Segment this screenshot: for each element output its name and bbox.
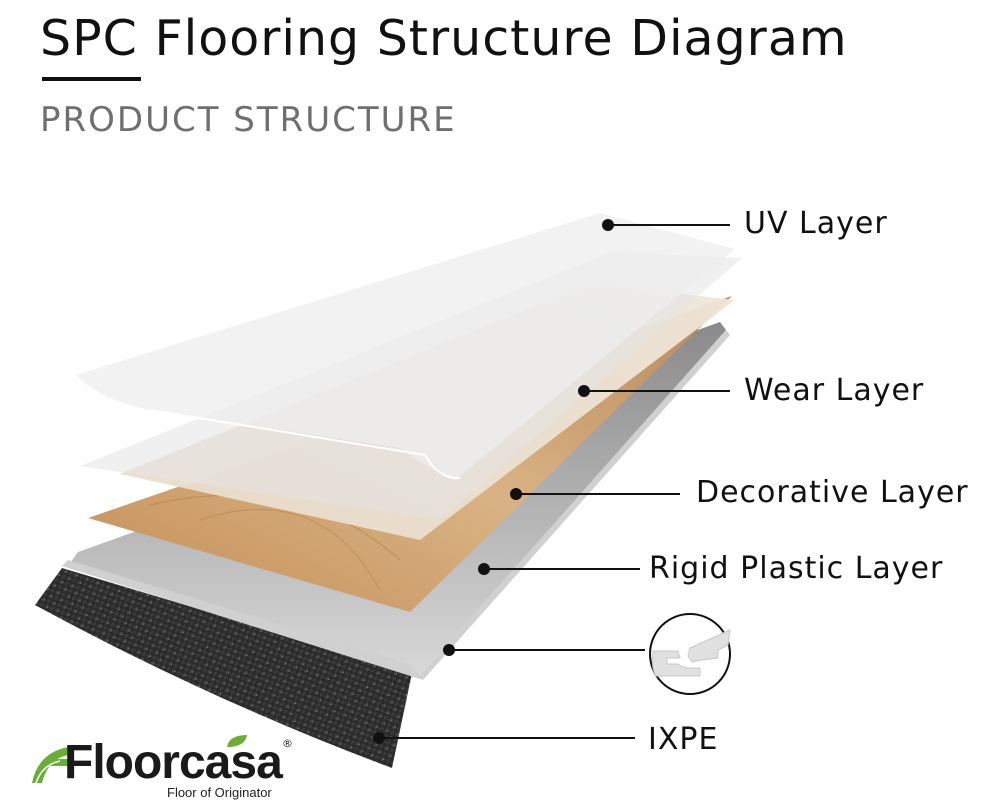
brand-name: Floorcasa	[64, 736, 283, 789]
uv-layer	[76, 213, 735, 480]
label-wear-layer: Wear Layer	[744, 373, 925, 408]
ixpe-layer	[35, 568, 412, 768]
brand-registered-mark: ®	[282, 737, 293, 750]
click-lock-joint-icon	[649, 613, 731, 695]
label-rigid-plastic-layer: Rigid Plastic Layer	[649, 551, 944, 586]
label-uv-layer: UV Layer	[744, 206, 888, 241]
brand-leaf-icon	[227, 735, 247, 747]
page-title: SPC Flooring Structure Diagram	[40, 10, 848, 67]
brand-f-leaf-icon	[32, 747, 68, 784]
title-underline	[42, 77, 141, 81]
page-subtitle: PRODUCT STRUCTURE	[40, 100, 457, 140]
brand-tagline: Floor of Originator	[167, 785, 272, 800]
label-decorative-layer: Decorative Layer	[696, 475, 969, 510]
label-ixpe: IXPE	[648, 722, 719, 757]
